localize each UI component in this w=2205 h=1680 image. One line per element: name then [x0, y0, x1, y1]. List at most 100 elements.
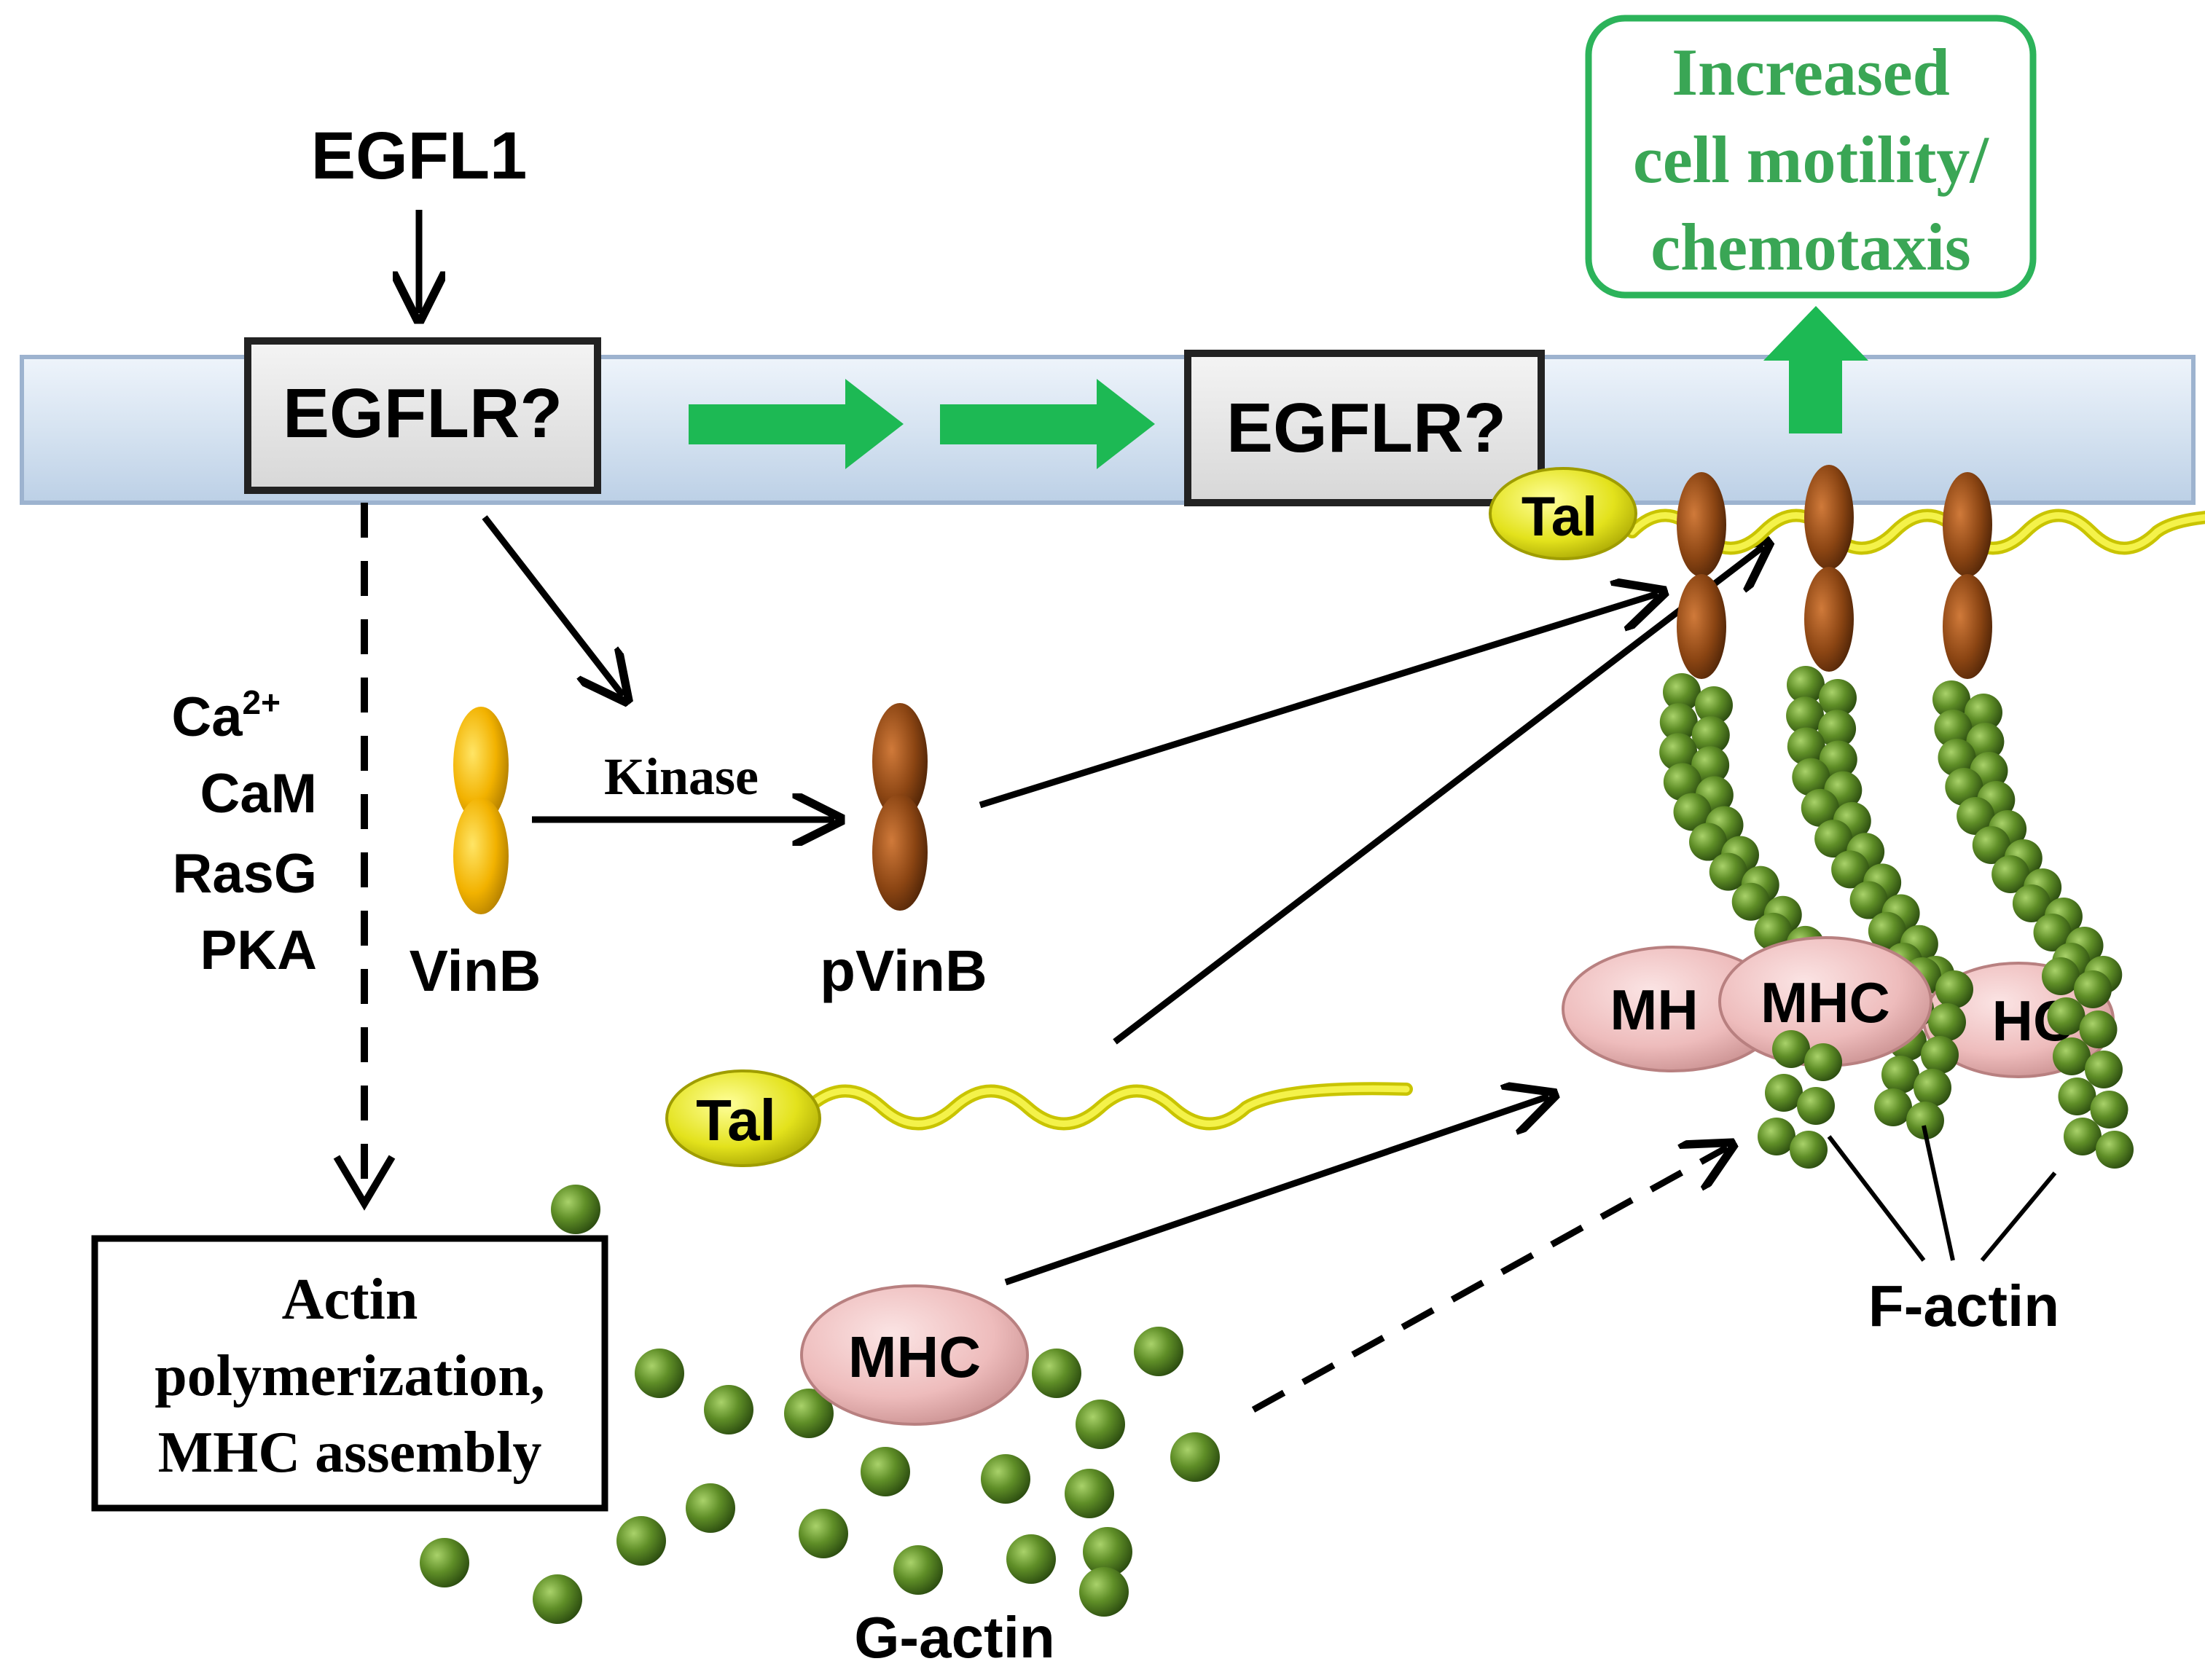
f-actin-bead — [1966, 723, 2005, 761]
f-actin-bead — [1991, 855, 2030, 893]
g-actin-bead — [861, 1447, 910, 1496]
f-actin-bead — [2096, 1131, 2134, 1169]
bound-talin-label: Tal — [1521, 486, 1597, 548]
free-mhc-label: MHC — [848, 1324, 981, 1389]
g-actin-bead — [551, 1185, 600, 1234]
free-mhc — [800, 1284, 1029, 1426]
f-actin-bead — [2079, 1010, 2118, 1048]
mediator-cam: CaM — [200, 763, 317, 825]
f-actin-bead — [1709, 852, 1747, 891]
mediator-rasg: RasG — [172, 843, 317, 905]
vinb-label: VinB — [410, 938, 541, 1003]
g-actin-bead — [981, 1454, 1030, 1504]
green-arrow-up — [1763, 306, 1868, 433]
g-actin-label: G-actin — [854, 1605, 1055, 1670]
f-actin-bead — [1874, 1088, 1912, 1126]
f-actin-bead — [1786, 696, 1825, 735]
pvinb-to-complex-arrow — [979, 594, 1658, 809]
g-actin-bead — [686, 1483, 735, 1533]
f-actin-bead — [1804, 1043, 1842, 1081]
g-actin-bead — [1134, 1327, 1183, 1376]
f-actin-bead — [1932, 680, 1970, 718]
f-actin-label: F-actin — [1868, 1273, 2059, 1338]
green-arrow-2 — [940, 379, 1155, 469]
free-talin-label: Tal — [696, 1088, 776, 1153]
receptor-box-left — [244, 337, 601, 494]
process-box — [91, 1235, 608, 1512]
f-actin-bead — [1818, 710, 1857, 748]
outcome-box — [1585, 15, 2037, 299]
bound-talin-head — [1489, 467, 1637, 560]
f-actin-bead — [1819, 740, 1857, 779]
f-actin-bead — [1790, 1131, 1828, 1169]
f-actin-bead — [1957, 797, 1995, 835]
g-actin-bead — [1065, 1469, 1114, 1518]
outcome-line-3: chemotaxis — [1650, 210, 1970, 284]
f-actin-bead — [1691, 716, 1730, 755]
g-actin-bead — [1079, 1567, 1129, 1617]
f-actin-bead — [1731, 882, 1770, 921]
mhc-to-filament-arrow — [1004, 1096, 1548, 1286]
f-actin-bead — [2085, 1051, 2123, 1088]
f-actin-bead — [1673, 793, 1712, 831]
f-actin-bead — [1972, 826, 2010, 864]
f-actin-filaments — [1659, 666, 2123, 994]
g-actin-bead — [635, 1349, 684, 1398]
process-line-2: polymerization, — [154, 1344, 544, 1408]
dashed-arrow-down-head — [333, 1155, 396, 1211]
f-actin-bead — [2047, 997, 2085, 1035]
g-actin-bead — [1006, 1534, 1056, 1584]
g-actin-beads — [420, 1185, 1220, 1624]
g-actin-bead — [799, 1509, 848, 1558]
vinb-molecule — [453, 707, 509, 914]
f-actin-bead — [1965, 694, 2002, 731]
gactin-to-filament-dashed-arrow — [1251, 1147, 1727, 1413]
g-actin-bead — [533, 1574, 582, 1624]
f-actin-bead — [1801, 788, 1839, 827]
f-actin-bead — [1797, 1087, 1835, 1125]
receptor-right-label: EGFLR? — [1226, 389, 1506, 467]
receptor-left-label: EGFLR? — [283, 374, 563, 452]
f-actin-bead — [1689, 823, 1728, 861]
f-actin-bead — [1906, 1102, 1944, 1139]
f-actin-bead — [2074, 970, 2112, 1008]
bound-pvinb-3 — [1943, 472, 1992, 679]
f-actin-bottom-beads — [1758, 1030, 1842, 1169]
f-actin-bead — [2012, 884, 2051, 922]
g-actin-bead — [1076, 1400, 1125, 1449]
f-actin-bead — [1921, 1036, 1959, 1074]
process-line-3: MHC assembly — [158, 1421, 542, 1485]
mediator-ca: Ca2+ — [171, 683, 281, 748]
f-actin-bead — [1928, 1003, 1966, 1041]
g-actin-bead — [1170, 1432, 1220, 1482]
free-talin-head — [665, 1069, 821, 1167]
f-actin-bead — [1691, 746, 1730, 785]
f-actin-bead — [1914, 1069, 1951, 1107]
f-actin-bead — [1814, 820, 1853, 858]
g-actin-bead — [893, 1545, 943, 1595]
ligand-label: EGFL1 — [311, 119, 527, 193]
f-actin-bead — [2058, 1078, 2096, 1115]
g-actin-bead — [1083, 1527, 1132, 1577]
f-actin-bead — [2042, 957, 2080, 995]
tal-to-complex-arrow — [1113, 546, 1763, 1045]
f-actin-bead — [1659, 733, 1698, 772]
f-actin-bead — [1938, 739, 1976, 777]
f-actin-bead — [1831, 850, 1870, 889]
g-actin-bead — [1032, 1349, 1081, 1398]
f-actin-bead — [2090, 1091, 2128, 1128]
bound-pvinb-1 — [1677, 472, 1726, 679]
f-actin-bead — [1695, 686, 1733, 724]
green-arrow-1 — [689, 379, 904, 469]
f-actin-bead — [1659, 703, 1698, 742]
receptor-box-right — [1184, 350, 1545, 506]
f-actin-bead — [1787, 666, 1825, 704]
g-actin-bead — [784, 1389, 834, 1438]
g-actin-bead — [616, 1516, 666, 1566]
f-actin-bead — [1819, 679, 1857, 717]
f-actin-bead — [1934, 710, 1973, 747]
f-actin-bead — [1881, 1056, 1919, 1094]
outcome-line-1: Increased — [1672, 35, 1950, 109]
f-actin-bead — [2053, 1037, 2091, 1075]
